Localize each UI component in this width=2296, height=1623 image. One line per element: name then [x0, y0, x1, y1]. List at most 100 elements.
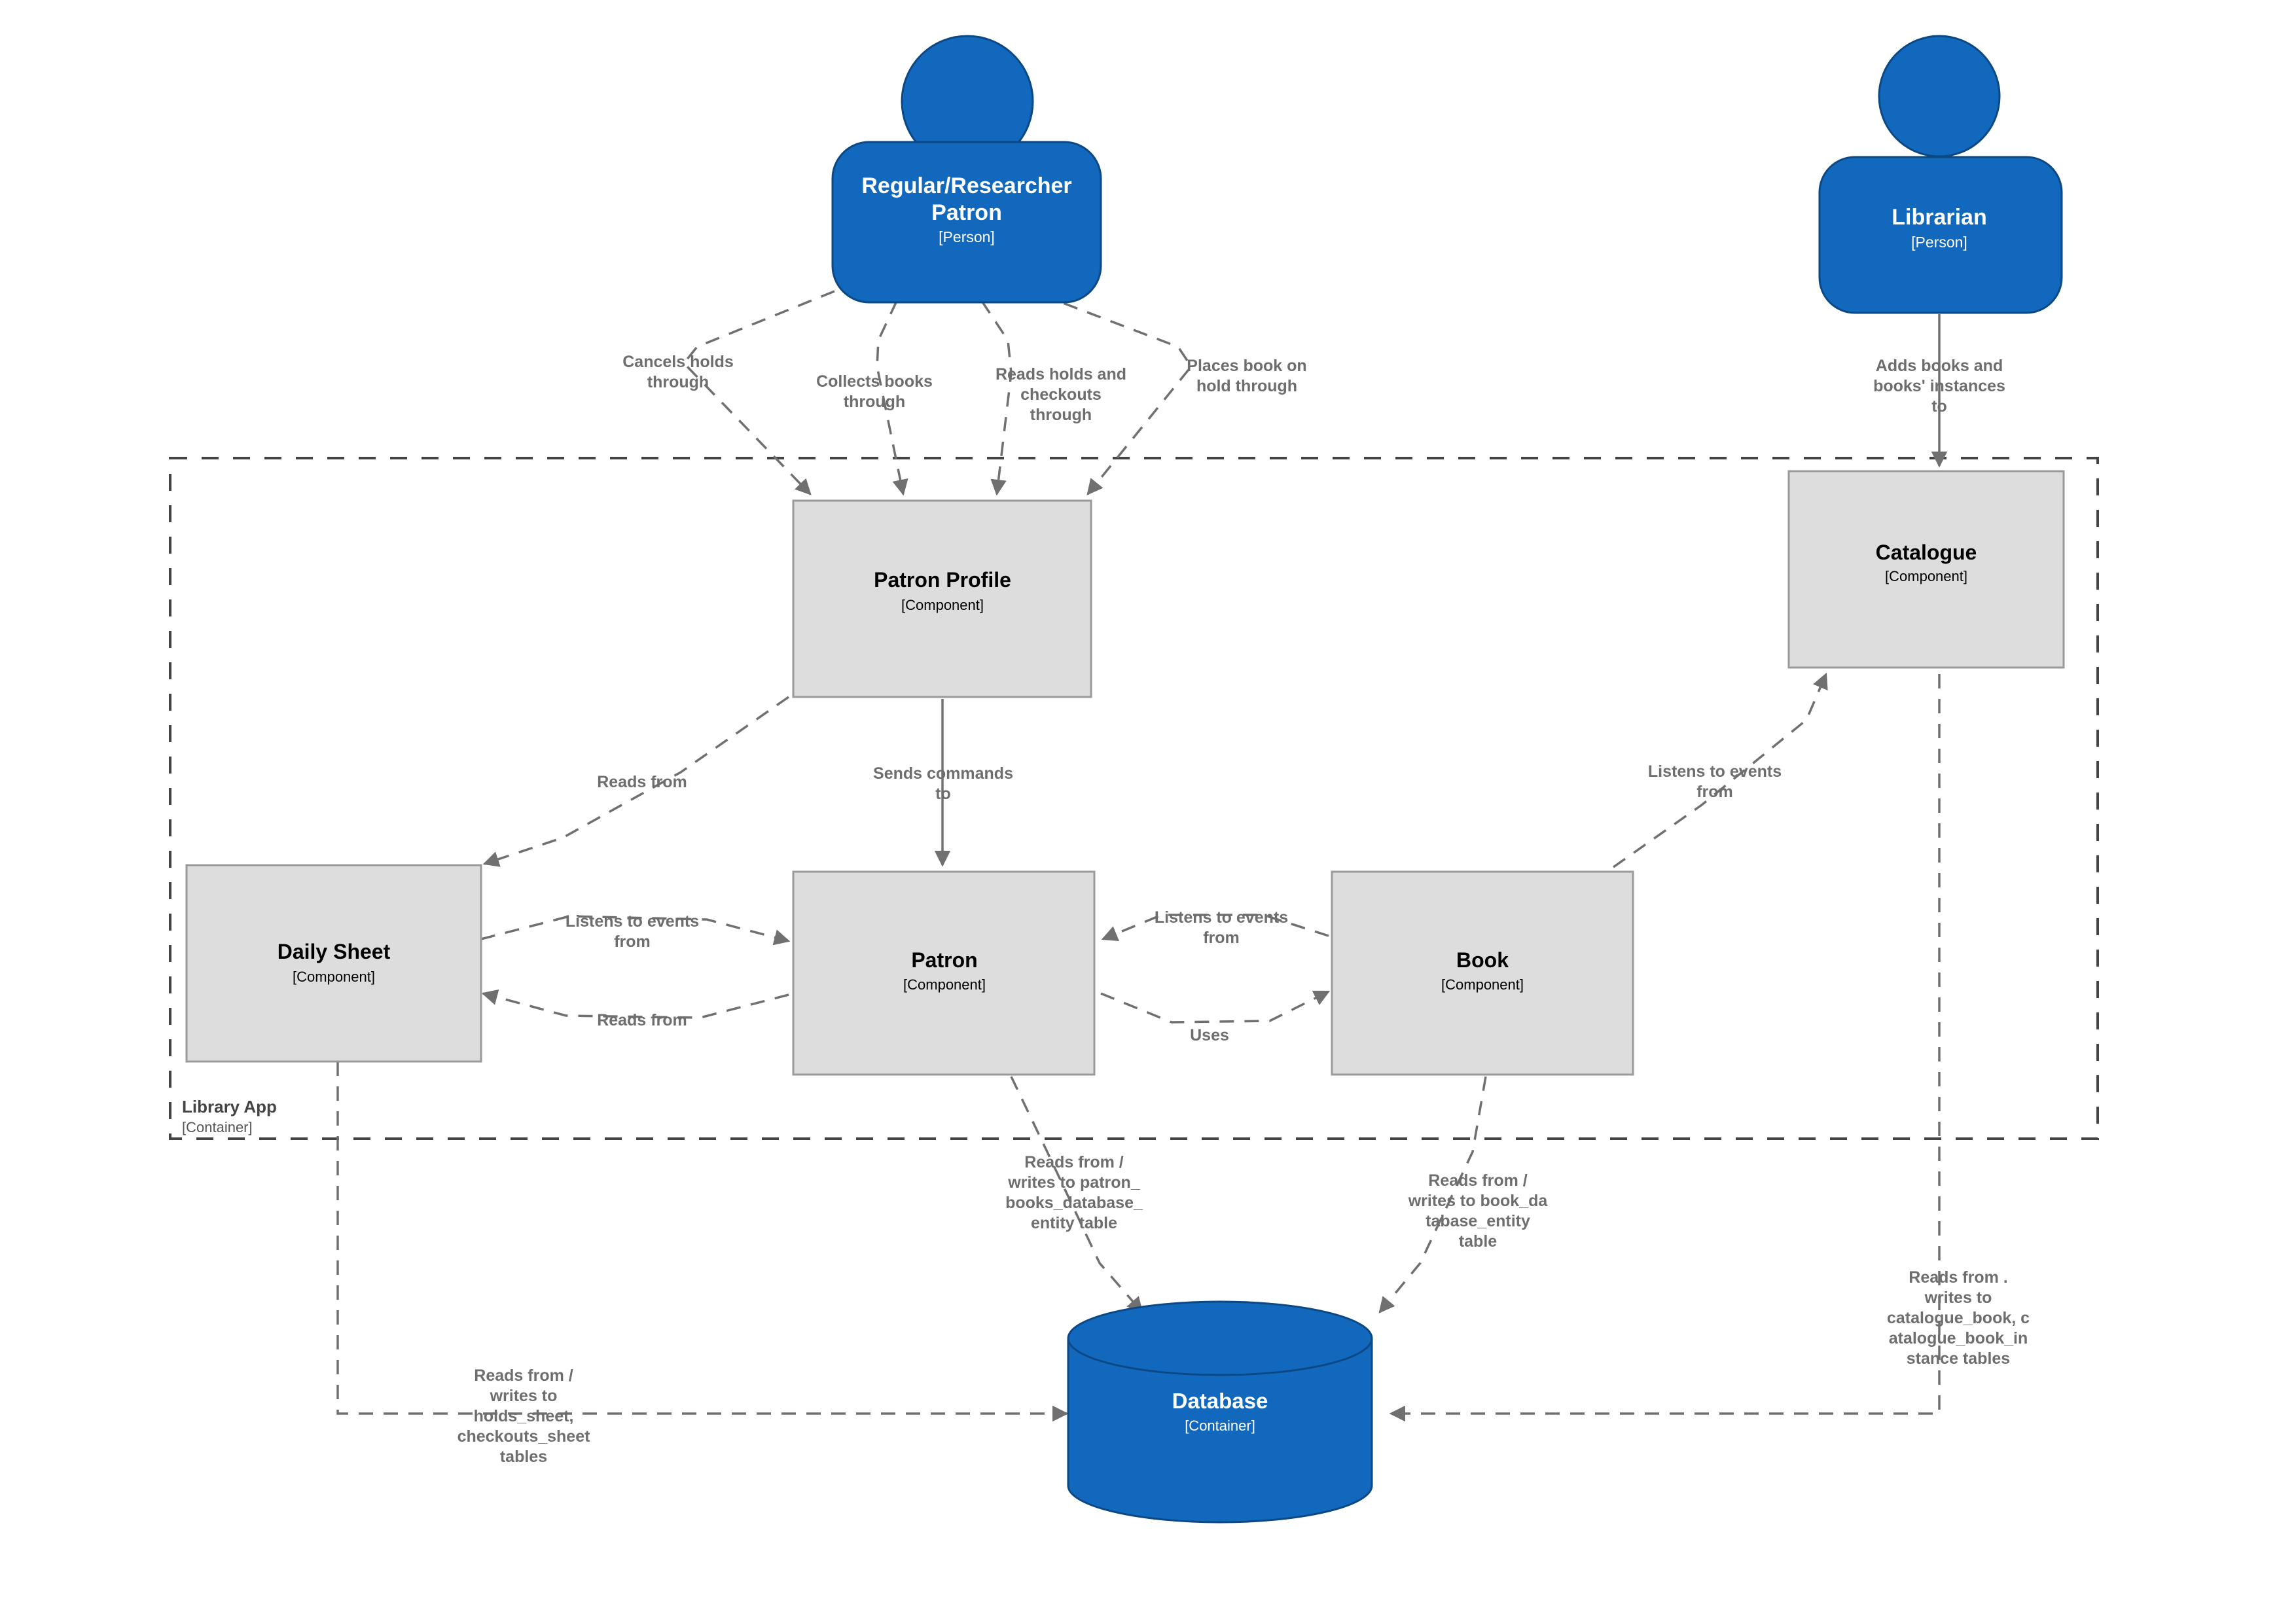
label-line: Reads holds and [996, 365, 1126, 383]
label-line: Reads from / [474, 1366, 573, 1385]
label-line: Places book on [1187, 357, 1306, 375]
label-line: writes to book_da [1408, 1192, 1549, 1210]
label-reads-holds-checkouts: Reads holds and checkouts through [996, 365, 1126, 424]
label-patron-reads-dailysheet: Reads from [597, 1011, 687, 1029]
edge-book-listens-patron [1101, 914, 1329, 941]
label-line: Reads from . [1909, 1268, 2007, 1287]
edge-patron-uses-book [1100, 990, 1331, 1024]
label-profile-reads-dailysheet: Reads from [597, 773, 687, 791]
label-line: books' instances [1873, 377, 2005, 395]
label-book-listens-catalogue: Listens to events from [1648, 762, 1782, 801]
patron-profile-rect [792, 499, 1092, 698]
component-daily-sheet[interactable]: Daily Sheet [Component] [185, 864, 482, 1063]
label-line: catalogue_book, c [1887, 1309, 2030, 1327]
container-database[interactable]: Database [Container] [1067, 1300, 1373, 1524]
person-regular-researcher-patron[interactable]: Regular/Researcher Patron [Person] [831, 35, 1102, 304]
edge-catalogue-db [1389, 674, 1941, 1422]
label-book-listens-patron: Listens to events from [1155, 908, 1288, 947]
label-line: Cancels holds [622, 353, 734, 371]
label-line: atalogue_book_in [1889, 1329, 2028, 1347]
edge-book-listens-catalogue [1612, 672, 1828, 868]
edge-reads-holds-checkouts [980, 300, 1013, 496]
book-title: Book [1456, 948, 1509, 972]
label-cancels-holds: Cancels holds through [622, 353, 734, 391]
label-line: tables [500, 1448, 547, 1466]
component-patron-profile[interactable]: Patron Profile [Component] [792, 499, 1092, 698]
book-type: [Component] [1441, 976, 1524, 993]
label-sends-commands: Sends commands to [873, 764, 1013, 803]
library-app-boundary: Library App [Container] [169, 457, 2099, 1140]
label-line: through [1030, 406, 1092, 424]
person-name-line2: Patron [931, 200, 1002, 225]
label-places-book-hold: Places book on hold through [1187, 357, 1306, 395]
boundary-subtitle: [Container] [182, 1119, 253, 1135]
edge-cancels-holds [682, 290, 835, 495]
label-line: writes to [1924, 1289, 1992, 1307]
label-line: Reads from [597, 773, 687, 791]
label-line: Uses [1190, 1026, 1229, 1044]
patron-profile-title: Patron Profile [874, 568, 1011, 592]
label-line: checkouts [1020, 385, 1102, 404]
patron-profile-type: [Component] [901, 597, 984, 613]
edge-dailysheet-db [336, 1061, 1069, 1422]
catalogue-type: [Component] [1885, 568, 1967, 584]
edge-places-book-hold [1040, 293, 1193, 495]
label-line: Sends commands [873, 764, 1013, 783]
database-type: [Container] [1185, 1418, 1255, 1434]
label-line: checkouts_sheet [457, 1427, 591, 1446]
database-cylinder-body [1067, 1337, 1373, 1524]
label-line: to [935, 785, 951, 803]
label-book-db: Reads from / writes to book_da tabase_en… [1408, 1171, 1549, 1251]
label-line: from [1203, 929, 1240, 947]
label-line: Listens to events [1155, 908, 1288, 927]
label-line: Reads from / [1428, 1171, 1527, 1190]
label-line: from [1696, 783, 1733, 801]
boundary-rect [169, 457, 2099, 1140]
database-cylinder-top [1067, 1300, 1373, 1376]
label-line: holds_sheet, [474, 1407, 574, 1425]
label-patron-db: Reads from / writes to patron_ books_dat… [1005, 1153, 1143, 1232]
daily-sheet-rect [185, 864, 482, 1063]
label-line: Reads from [597, 1011, 687, 1029]
person-name-line1: Regular/Researcher [861, 173, 1071, 198]
librarian-body-icon [1818, 156, 2063, 314]
edge-book-db [1378, 1076, 1487, 1313]
label-line: Listens to events [1648, 762, 1782, 781]
label-line: hold through [1196, 377, 1297, 395]
database-title: Database [1172, 1389, 1268, 1413]
label-line: from [614, 933, 651, 951]
component-patron[interactable]: Patron [Component] [792, 870, 1096, 1076]
label-line: writes to patron_ [1007, 1173, 1141, 1192]
label-collects-books: Collects books through [816, 372, 933, 411]
person-librarian[interactable]: Librarian [Person] [1818, 35, 2063, 314]
person-body-icon [831, 141, 1102, 304]
label-line: through [647, 373, 709, 391]
edge-patron-reads-dailysheet [481, 989, 789, 1019]
label-adds-books: Adds books and books' instances to [1873, 357, 2005, 416]
edge-dailysheet-listens-patron [480, 915, 791, 946]
label-line: to [1931, 397, 1947, 416]
patron-rect [792, 870, 1096, 1076]
book-rect [1331, 870, 1634, 1076]
label-line: tabase_entity [1426, 1212, 1530, 1230]
label-line: Adds books and [1876, 357, 2003, 375]
person-type: [Person] [939, 228, 995, 245]
librarian-type: [Person] [1911, 234, 1967, 251]
label-line: stance tables [1907, 1349, 2010, 1368]
component-book[interactable]: Book [Component] [1331, 870, 1634, 1076]
edge-profile-reads-dailysheet [482, 696, 790, 867]
label-line: Reads from / [1024, 1153, 1123, 1171]
component-catalogue[interactable]: Catalogue [Component] [1787, 470, 2065, 669]
label-dailysheet-listens-patron: Listens to events from [565, 912, 699, 951]
catalogue-rect [1787, 470, 2065, 669]
label-line: through [844, 393, 905, 411]
daily-sheet-title: Daily Sheet [278, 940, 391, 963]
patron-type: [Component] [903, 976, 986, 993]
boundary-title: Library App [182, 1097, 277, 1116]
librarian-name: Librarian [1892, 205, 1986, 230]
label-catalogue-db: Reads from . writes to catalogue_book, c… [1887, 1268, 2030, 1368]
label-line: table [1459, 1232, 1497, 1251]
librarian-head-icon [1878, 35, 2001, 158]
